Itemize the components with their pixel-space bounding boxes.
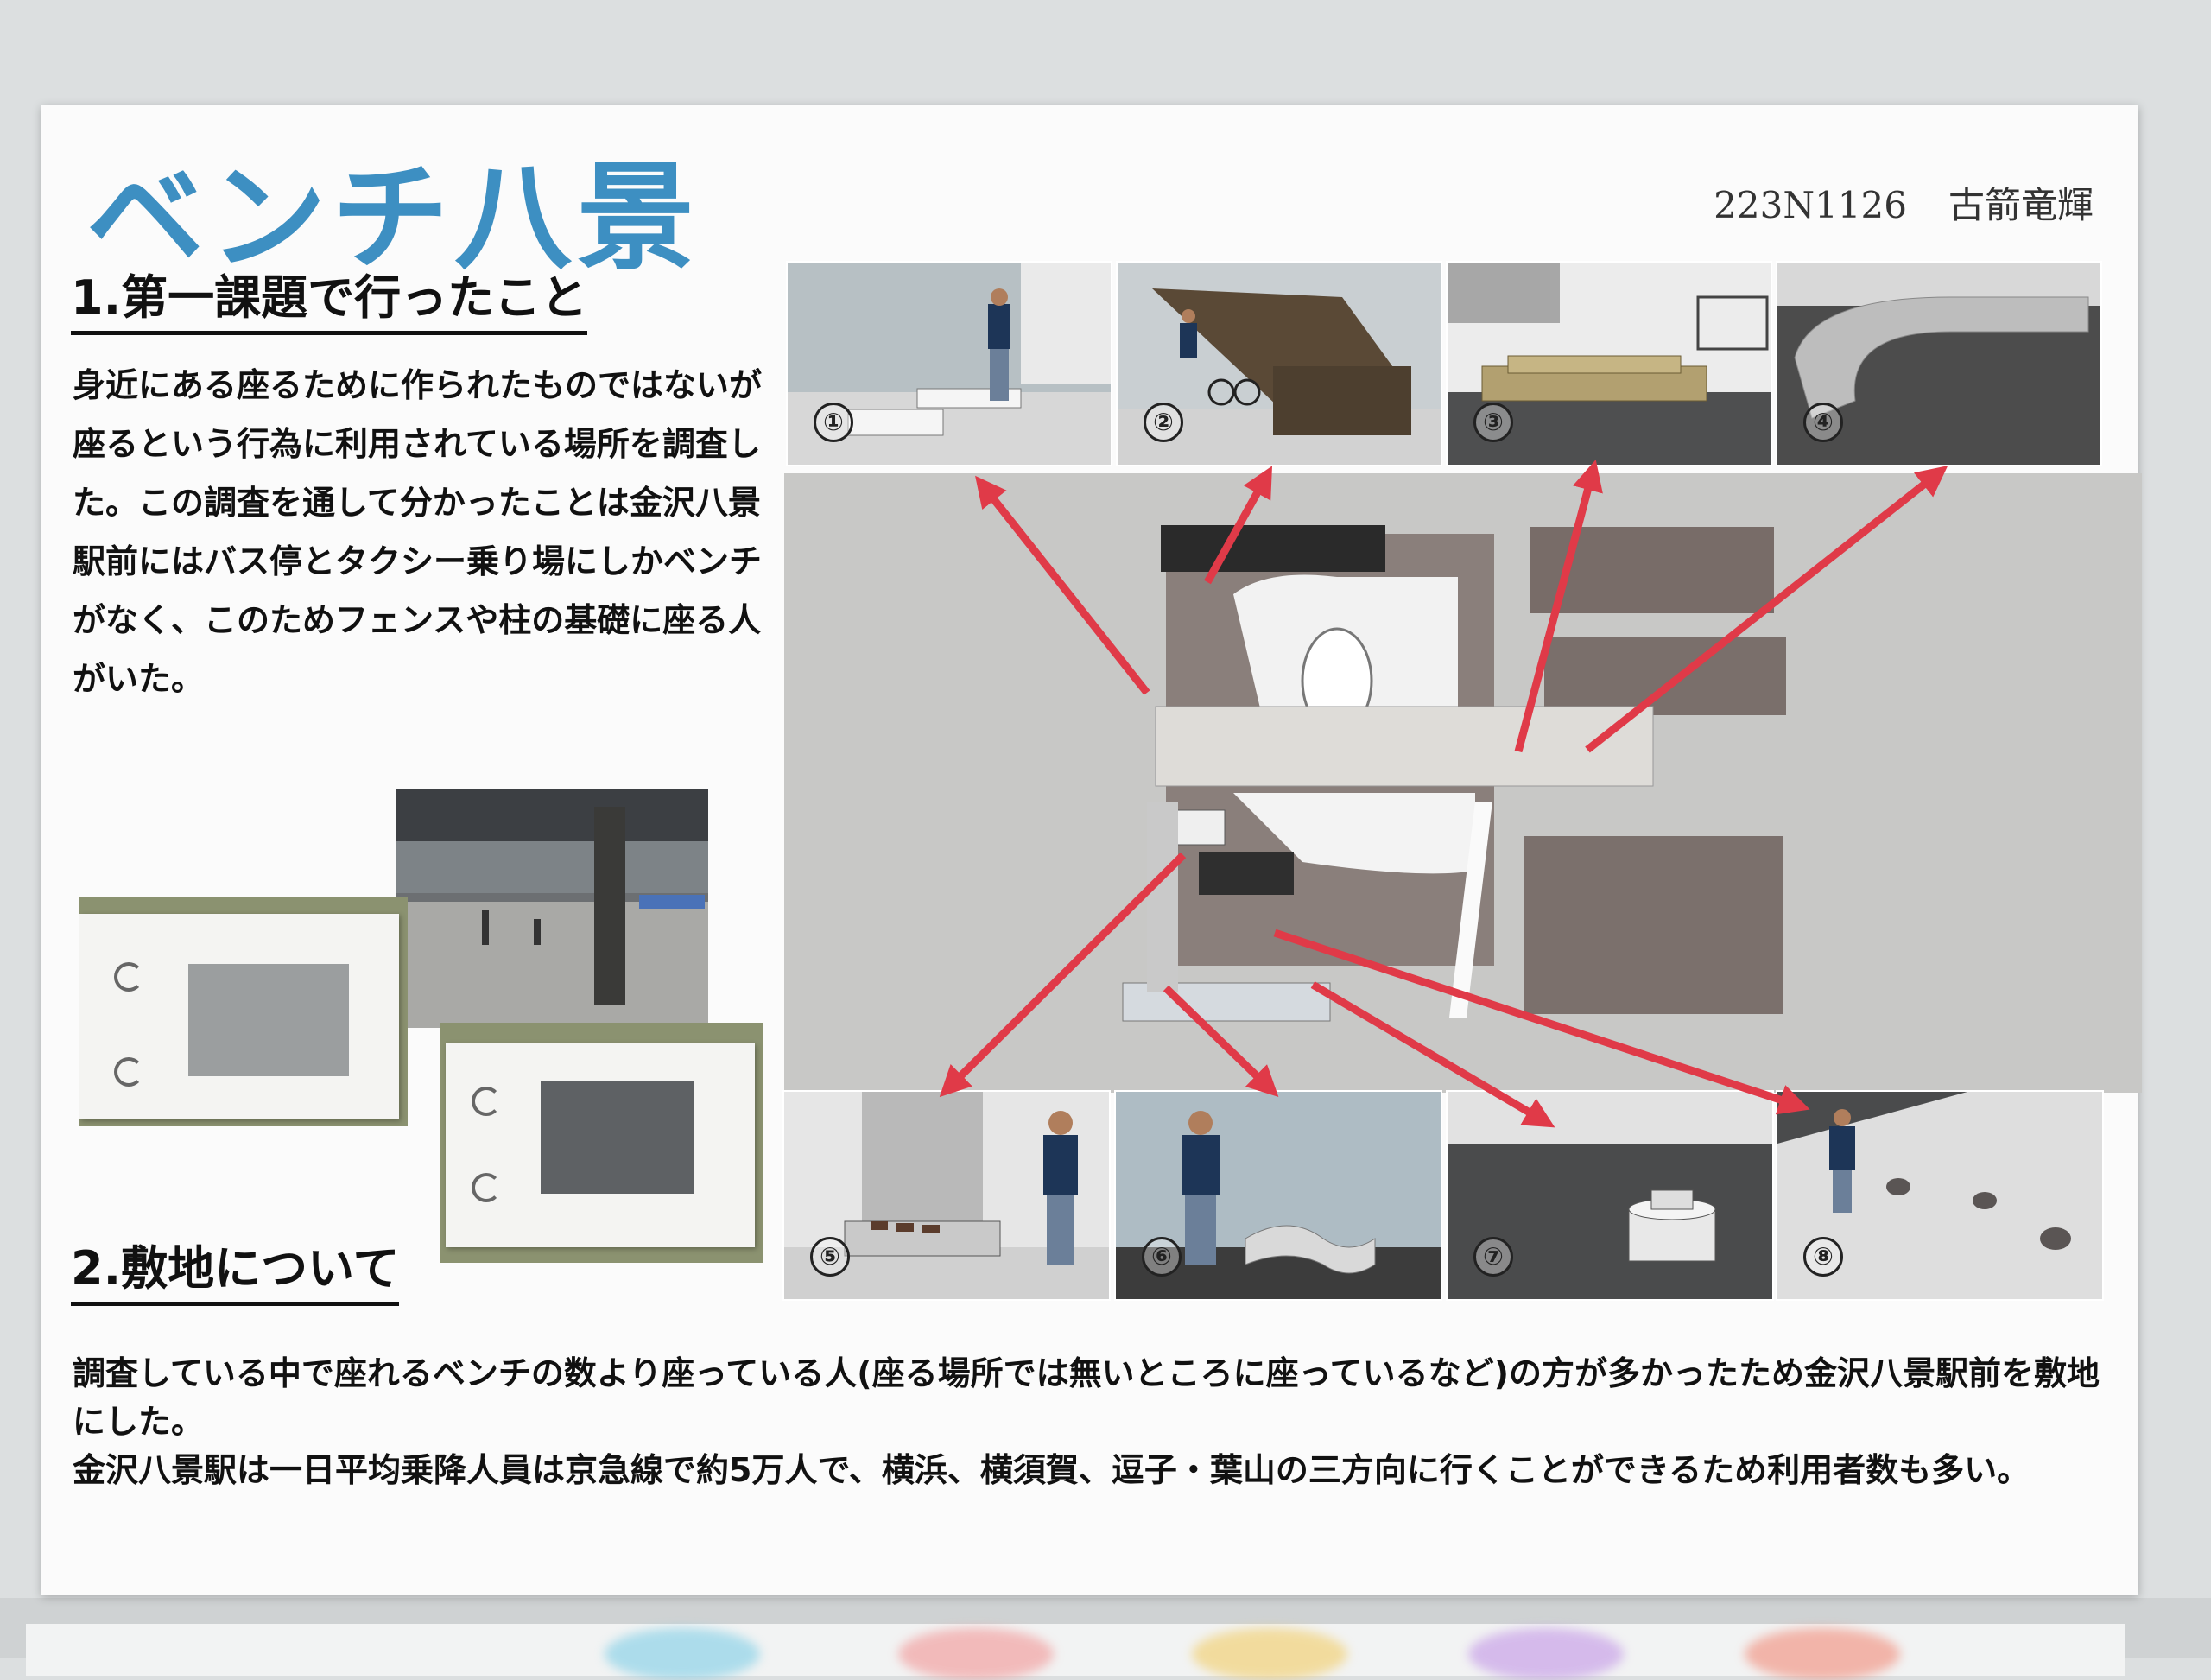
thumbnail-5: ⑤ (782, 1090, 1111, 1301)
album-page (446, 1043, 755, 1247)
album-photo-2 (440, 1023, 763, 1263)
section2-text: 調査している中で座れるベンチの数より座っている人(座る場所では無いところに座って… (73, 1349, 2128, 1494)
color-blob (1192, 1628, 1347, 1680)
color-blob (1468, 1628, 1624, 1680)
thumbnail-number: ⑥ (1142, 1237, 1182, 1277)
section1-text: 身近にある座るために作られたものではないが座るという行為に利用されている場所を調… (73, 366, 763, 698)
thumbnail-3: ③ (1446, 261, 1772, 466)
thumbnail-2: ② (1116, 261, 1442, 466)
author-name: 古箭竜輝 (1948, 184, 2094, 226)
section1-heading: 1.第一課題で行ったこと (71, 259, 588, 335)
color-blob (605, 1628, 760, 1680)
thumbnail-number: ② (1144, 403, 1183, 442)
poster-title: ベンチ八景 (86, 149, 700, 287)
render-4-illustration (1777, 263, 2100, 419)
site-plan-illustration (1122, 525, 1786, 1022)
section2-paragraph-1: 調査している中で座れるベンチの数より座っている人(座る場所では無いところに座って… (73, 1354, 2100, 1441)
site-model-plan (784, 473, 2142, 1093)
poster: ベンチ八景 223N1126 古箭竜輝 1.第一課題で行ったこと 身近にある座るた… (41, 105, 2142, 1595)
section2-heading: 2.敷地について (71, 1230, 400, 1306)
thumbnail-6: ⑥ (1114, 1090, 1442, 1301)
thumbnail-number: ④ (1803, 403, 1843, 442)
binder-ring (472, 1087, 501, 1116)
color-blob (1745, 1628, 1900, 1680)
render-8-illustration (1777, 1092, 2071, 1250)
album-print (188, 964, 349, 1076)
album-print (541, 1081, 694, 1194)
binder-ring (114, 1057, 143, 1087)
thumbnail-number: ⑦ (1473, 1237, 1513, 1277)
thumbnail-4: ④ (1776, 261, 2102, 466)
street-photo-illustration (396, 789, 708, 1028)
thumbnail-number: ① (814, 403, 853, 442)
color-blob (898, 1628, 1054, 1680)
thumbnail-number: ⑤ (810, 1237, 850, 1277)
binder-ring (472, 1173, 501, 1202)
student-id: 223N1126 (1714, 184, 1907, 226)
thumbnail-7: ⑦ (1446, 1090, 1774, 1301)
thumbnail-number: ③ (1473, 403, 1513, 442)
album-photo-1 (79, 897, 408, 1126)
section2-paragraph-2: 金沢八景駅は一日平均乗降人員は京急線で約5万人で、横浜、横須賀、逗子・葉山の三方… (73, 1451, 2030, 1489)
survey-photo-street (396, 789, 708, 1028)
binder-ring (114, 962, 143, 992)
album-page (79, 914, 399, 1119)
thumbnail-number: ⑧ (1803, 1237, 1843, 1277)
thumbnail-8: ⑧ (1776, 1090, 2104, 1301)
thumbnail-1: ① (786, 261, 1112, 466)
author-line: 223N1126 古箭竜輝 (1714, 176, 2094, 229)
